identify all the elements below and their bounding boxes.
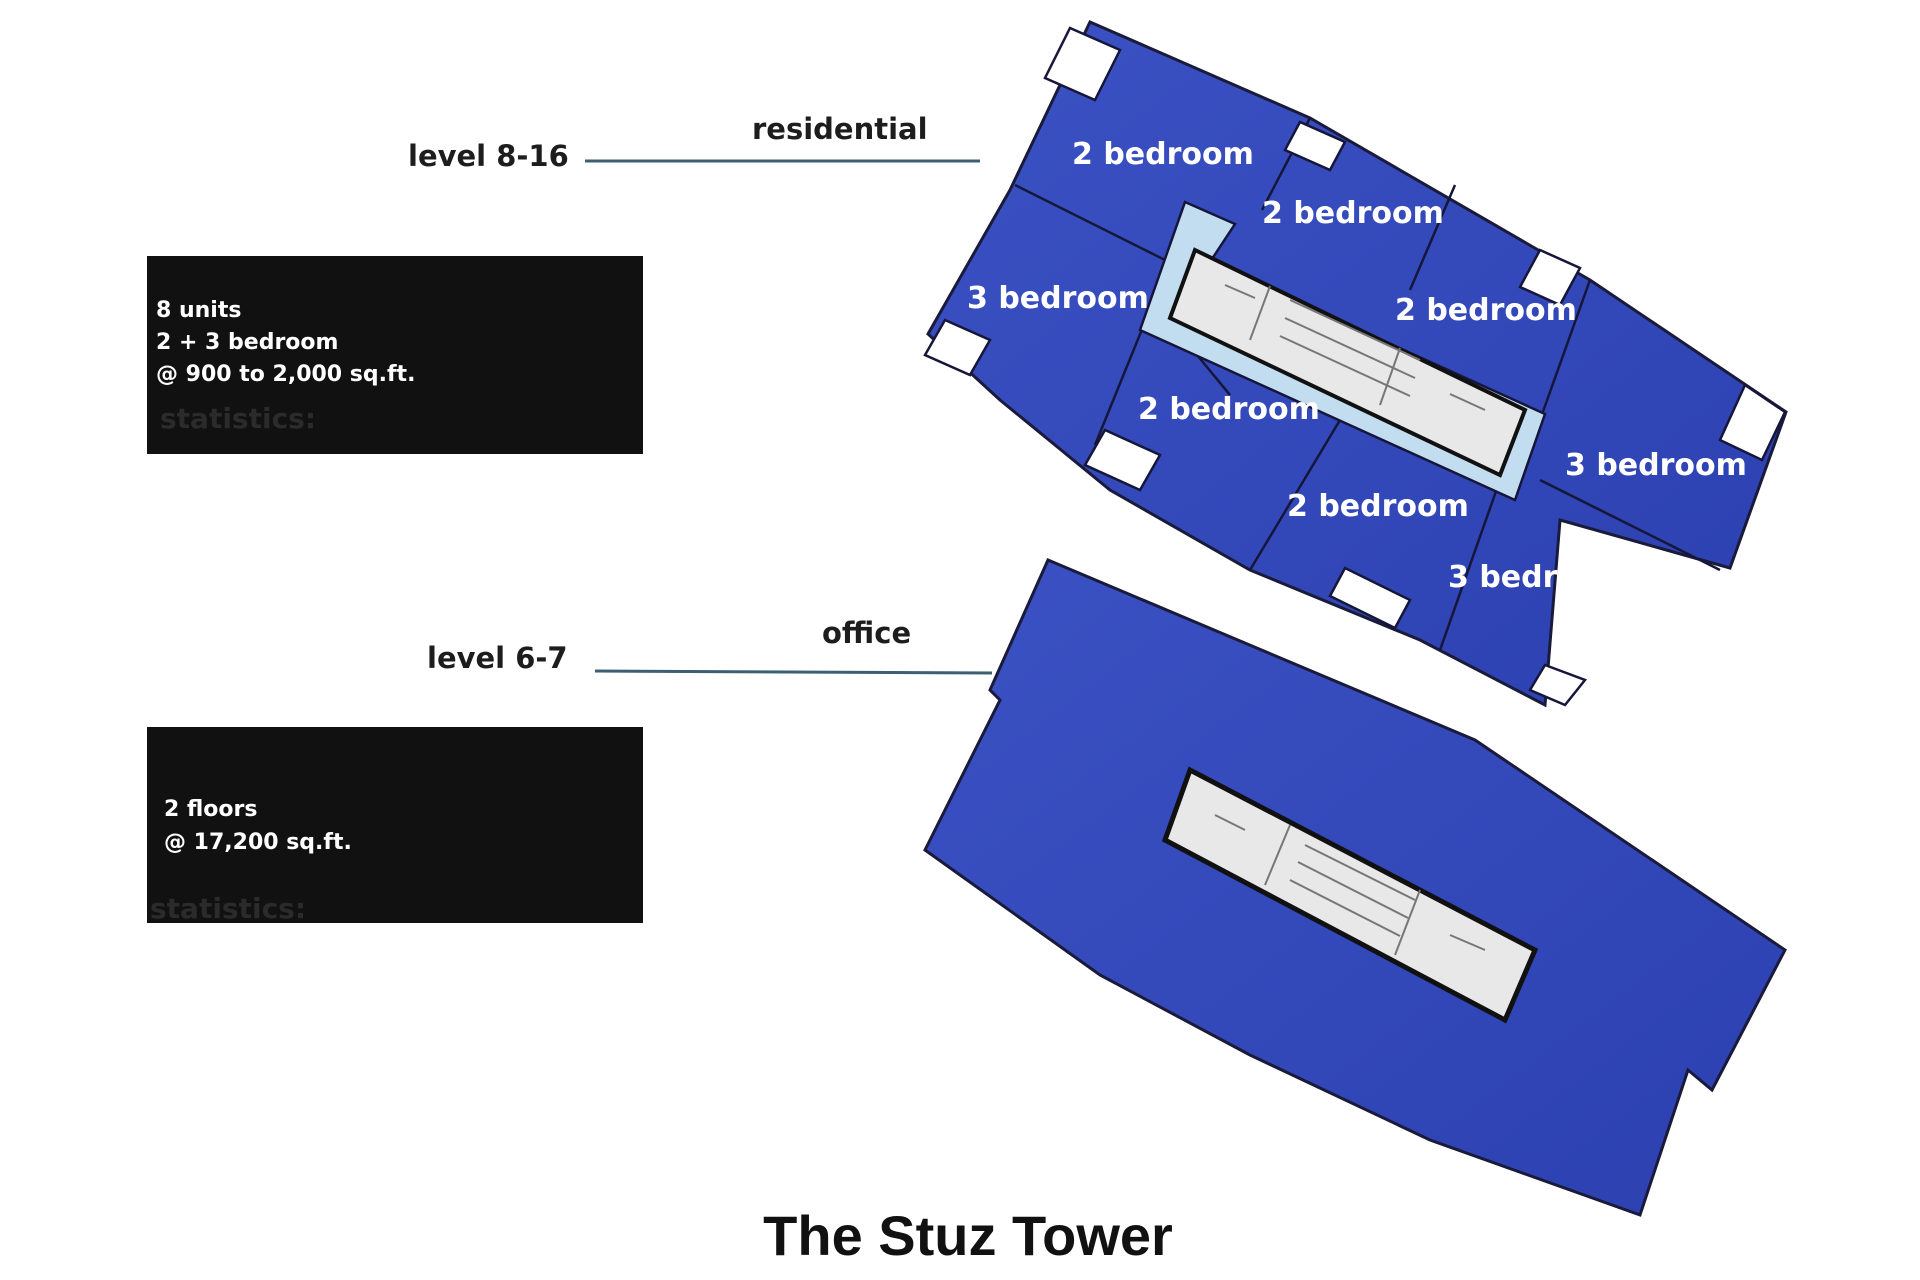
office-level-label: level 6-7 <box>427 641 568 675</box>
residential-stat-line: 2 + 3 bedroom <box>156 330 338 355</box>
residential-stat-line: 8 units <box>156 298 241 323</box>
unit-label: 2 bedroom <box>1262 196 1444 231</box>
office-floor-plan <box>923 558 1787 1217</box>
residential-use-label: residential <box>752 112 928 146</box>
office-use-label: office <box>822 616 911 650</box>
unit-label: 2 bedroom <box>1287 489 1469 524</box>
residential-stat-line: @ 900 to 2,000 sq.ft. <box>156 362 415 387</box>
residential-floor-plan: 2 bedroom 2 bedroom 3 bedroom 2 bedroom … <box>923 20 1788 708</box>
unit-label: 2 bedroom <box>1395 293 1577 328</box>
unit-label: 3 bedroom <box>1448 560 1630 595</box>
office-leader-line <box>594 669 993 675</box>
unit-label: 3 bedroom <box>967 281 1149 316</box>
figure-title: The Stuz Tower <box>763 1204 1173 1267</box>
unit-label: 3 bedroom <box>1565 448 1747 483</box>
residential-level-label: level 8-16 <box>408 139 569 173</box>
core-details <box>1224 284 1486 411</box>
office-stat-line: @ 17,200 sq.ft. <box>164 830 352 855</box>
office-stat-line: 2 floors <box>164 797 257 822</box>
office-statistics-heading: statistics: <box>150 892 306 925</box>
office-core-details <box>1214 814 1486 956</box>
balconies <box>923 26 1787 707</box>
office-statistics-box: statistics: 2 floors @ 17,200 sq.ft. <box>147 727 643 925</box>
residential-statistics-box: statistics: 8 units 2 + 3 bedroom @ 900 … <box>147 256 643 454</box>
unit-label: 2 bedroom <box>1072 137 1254 172</box>
unit-label: 2 bedroom <box>1138 392 1320 427</box>
residential-statistics-heading: statistics: <box>160 402 316 435</box>
